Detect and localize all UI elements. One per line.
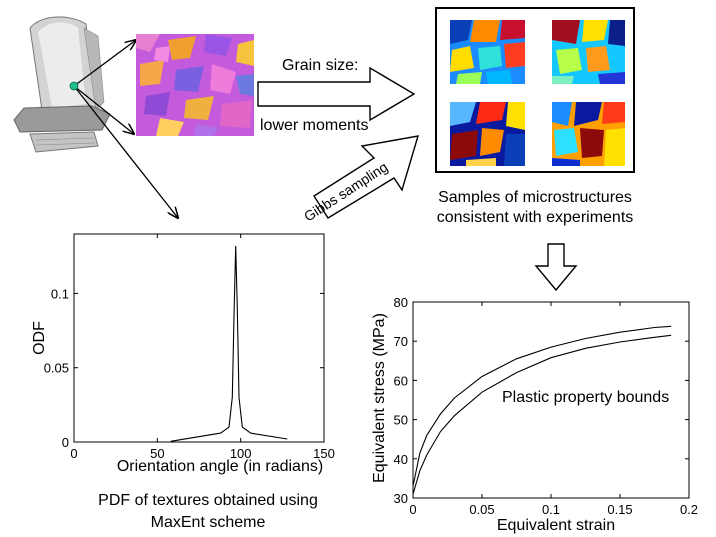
samples-caption-line2: consistent with experiments <box>437 209 634 226</box>
grain-size-arrow <box>257 66 416 122</box>
odf-x-tick-label: 100 <box>230 446 252 461</box>
stress-y-tick-label: 50 <box>394 413 408 428</box>
stress-x-tick-label: 0.2 <box>680 502 698 517</box>
turbine-blade-image <box>13 16 111 153</box>
stress-y-tick-label: 30 <box>394 491 408 506</box>
grain-size-label: Grain size: <box>282 57 358 74</box>
odf-y-axis-label: ODF <box>31 321 48 355</box>
lower-bound-curve <box>412 334 672 495</box>
microstructure-sample-4 <box>552 102 625 166</box>
stress-y-tick-label: 70 <box>394 334 408 349</box>
odf-series-line <box>170 245 288 442</box>
odf-y-tick-label: 0 <box>62 435 69 450</box>
odf-y-tick-label: 0.1 <box>51 286 69 301</box>
pdf-caption-line2: MaxEnt scheme <box>151 514 266 531</box>
microstructure-sample-3 <box>450 102 525 166</box>
stress-x-axis-label: Equivalent strain <box>497 517 615 534</box>
odf-chart: 0 50 100 150 0 0.05 0.1 ODF Orientation angle … <box>31 233 335 475</box>
gibbs-sampling-arrow <box>313 135 419 219</box>
stress-strain-chart: 0 0.05 0.1 0.15 0.2 30 40 50 60 70 80 Plastic prop… <box>371 295 698 534</box>
odf-y-tick-label: 0.05 <box>44 361 69 376</box>
stress-x-tick-label: 0.15 <box>607 502 632 517</box>
samples-caption-line1: Samples of microstructures <box>438 189 632 206</box>
arrow-blade-to-texture-bottom <box>73 85 134 134</box>
pdf-caption-line1: PDF of textures obtained using <box>98 492 318 509</box>
microstructure-sample-1 <box>450 20 525 84</box>
stress-y-tick-label: 60 <box>394 373 408 388</box>
stress-annotation: Plastic property bounds <box>502 389 669 406</box>
stress-y-tick-label: 80 <box>394 295 408 310</box>
texture-map-image <box>136 34 254 136</box>
odf-x-tick-label: 0 <box>70 446 77 461</box>
lower-moments-label: lower moments <box>260 117 368 134</box>
stress-x-tick-label: 0 <box>409 502 416 517</box>
microstructure-sample-2 <box>552 20 625 84</box>
arrow-blade-to-texture-top <box>73 40 136 87</box>
stress-x-tick-label: 0.05 <box>469 502 494 517</box>
arrow-blade-to-odf-plot <box>73 85 178 218</box>
odf-x-tick-label: 150 <box>313 446 335 461</box>
gibbs-sampling-label: Gibbs sampling <box>301 159 391 225</box>
upper-bound-curve <box>412 325 672 487</box>
blade-location-marker <box>69 81 79 91</box>
odf-x-tick-label: 50 <box>150 446 164 461</box>
stress-x-tick-label: 0.1 <box>542 502 560 517</box>
down-arrow <box>534 243 578 292</box>
stress-y-tick-label: 40 <box>394 452 408 467</box>
stress-y-axis-label: Equivalent stress (MPa) <box>371 313 388 483</box>
odf-x-axis-label: Orientation angle (in radians) <box>117 458 323 475</box>
odf-plot-frame <box>73 233 325 443</box>
